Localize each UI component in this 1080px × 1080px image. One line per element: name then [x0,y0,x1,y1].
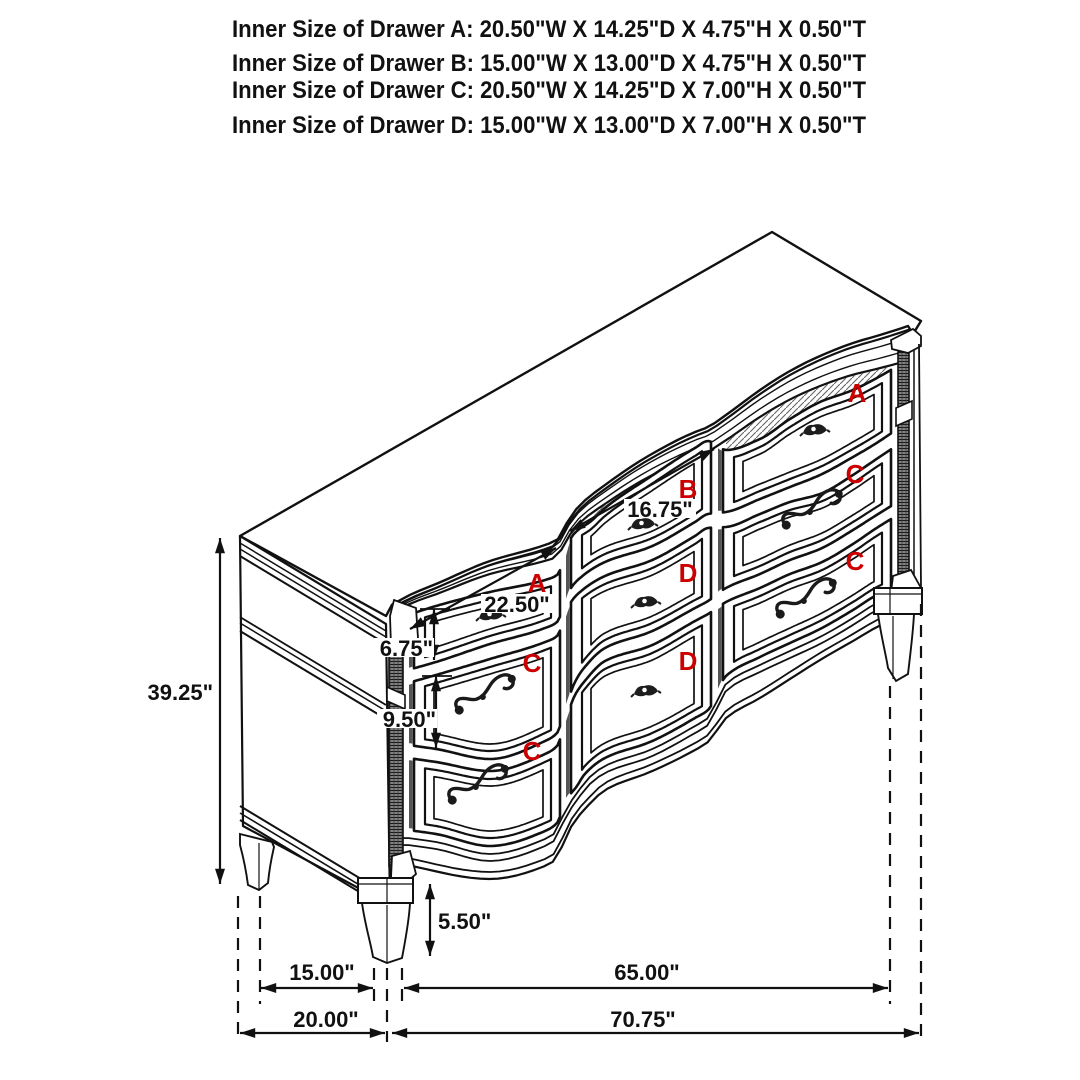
svg-text:16.75": 16.75" [627,497,692,522]
svg-text:Inner Size of Drawer A: 20.50": Inner Size of Drawer A: 20.50"W X 14.25"… [232,16,866,43]
svg-text:22.50": 22.50" [484,592,549,617]
svg-text:65.00": 65.00" [614,960,679,985]
svg-text:20.00": 20.00" [293,1007,358,1032]
svg-text:39.25": 39.25" [148,680,213,705]
svg-text:C: C [846,459,865,489]
svg-text:D: D [679,558,698,588]
svg-text:6.75": 6.75" [380,636,433,661]
svg-text:5.50": 5.50" [438,909,491,934]
svg-text:70.75": 70.75" [610,1007,675,1032]
svg-text:C: C [846,546,865,576]
svg-text:15.00": 15.00" [289,960,354,985]
svg-text:9.50": 9.50" [383,707,436,732]
svg-text:A: A [528,568,547,598]
svg-text:Inner Size of Drawer C: 20.50": Inner Size of Drawer C: 20.50"W X 14.25"… [232,77,866,104]
svg-text:A: A [848,378,867,408]
svg-text:C: C [523,736,542,766]
svg-text:D: D [679,646,698,676]
svg-text:C: C [523,648,542,678]
svg-text:B: B [679,474,698,504]
svg-text:Inner Size of Drawer B: 15.00": Inner Size of Drawer B: 15.00"W X 13.00"… [232,50,866,77]
svg-text:Inner Size of Drawer D: 15.00": Inner Size of Drawer D: 15.00"W X 13.00"… [232,112,866,139]
